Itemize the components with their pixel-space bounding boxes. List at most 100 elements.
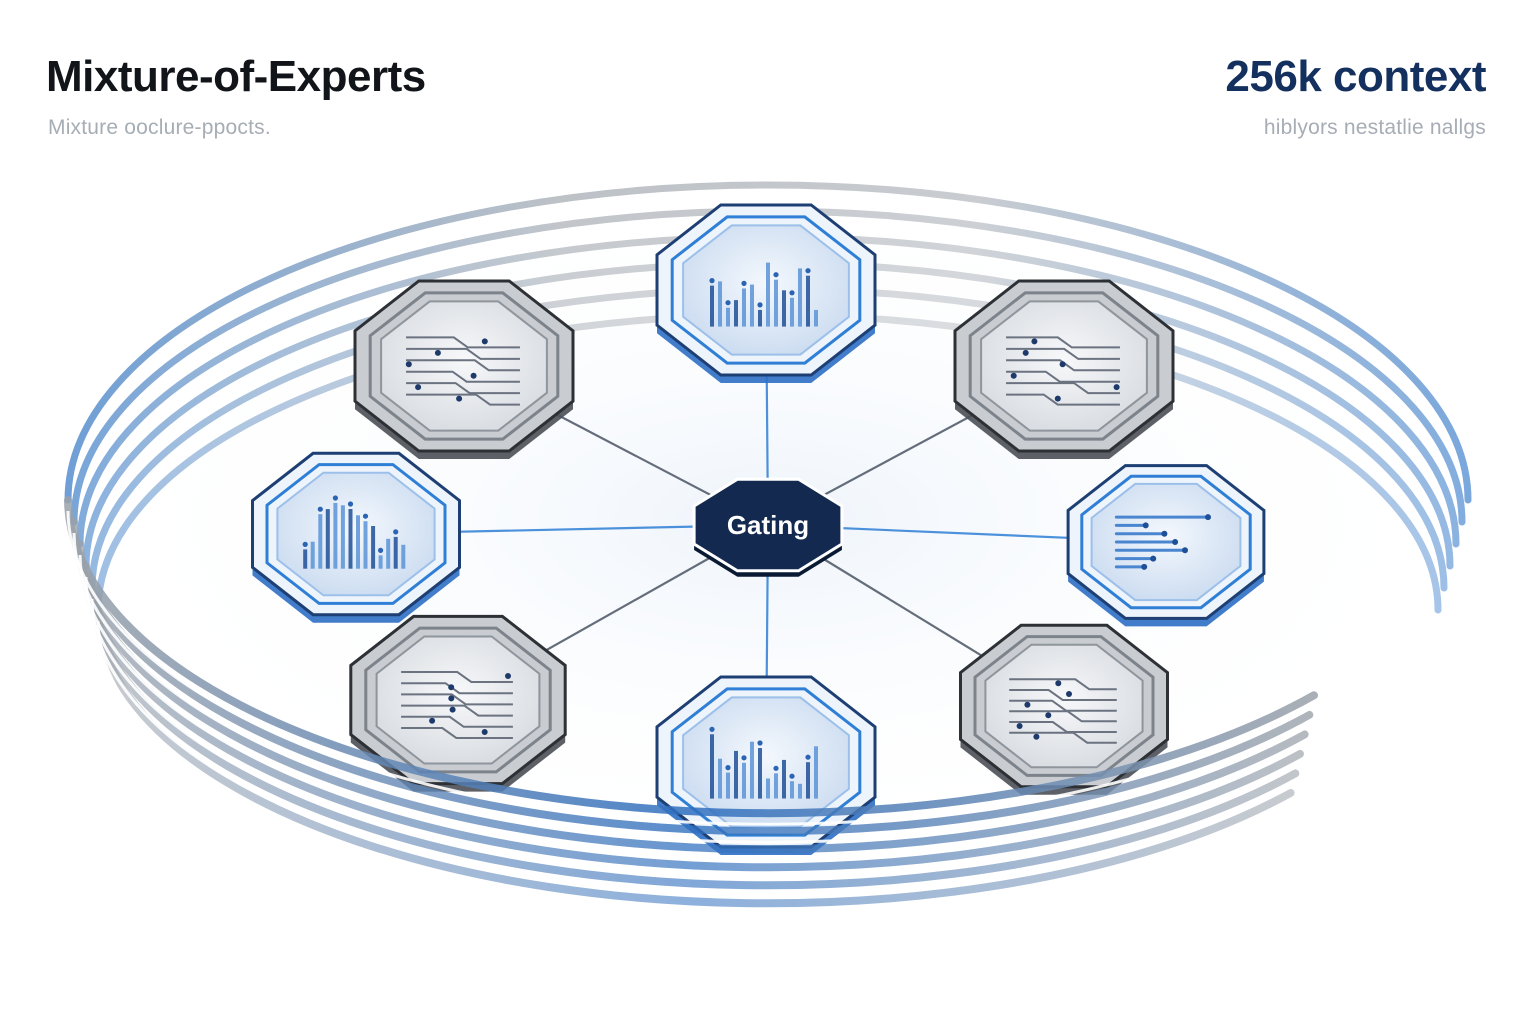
expert-node-dot: [773, 765, 779, 771]
expert-right: [1066, 464, 1266, 627]
ring-front-arc: [64, 496, 1318, 818]
expert-bar: [363, 521, 368, 569]
expert-node-dot: [1054, 395, 1061, 402]
left-title: Mixture-of-Experts: [46, 52, 426, 101]
expert-trace: [401, 715, 513, 728]
expert-bar: [393, 536, 398, 569]
ring-front-arc: [76, 540, 1309, 854]
expert-bar: [318, 514, 323, 569]
expert-bar: [401, 544, 406, 569]
expert-node-dot: [1059, 361, 1066, 368]
expert-node-dot: [1066, 691, 1072, 697]
expert-node-dot: [405, 361, 412, 368]
expert-node-dot: [302, 541, 308, 548]
expert-ring: [364, 626, 552, 774]
expert-group: [251, 203, 1266, 855]
expert-node-dot: [1033, 733, 1040, 740]
expert-bar: [371, 526, 376, 569]
expert-node-dot: [1142, 522, 1149, 529]
expert-node-dot: [1113, 384, 1120, 391]
expert-bar: [766, 778, 770, 799]
expert-bar: [356, 515, 360, 569]
expert-ring: [973, 635, 1155, 777]
expert-bar: [710, 734, 714, 799]
expert-trace: [1006, 347, 1120, 360]
expert-ring: [1080, 474, 1252, 610]
ring-front-arc: [88, 584, 1300, 890]
expert-upper-right: [953, 279, 1175, 459]
expert-bar: [790, 297, 794, 327]
expert-panel: [682, 696, 850, 828]
expert-node-dot: [1205, 514, 1211, 521]
expert-node-dot: [470, 372, 477, 379]
expert-trace: [1006, 359, 1120, 372]
expert-node-dot: [1024, 701, 1031, 708]
expert-node-dot: [415, 384, 422, 391]
expert-node-dot: [789, 290, 795, 296]
expert-bar: [333, 503, 338, 569]
expert-bar: [798, 268, 802, 327]
gate-label: Gating: [727, 510, 809, 540]
expert-bar: [726, 307, 730, 327]
expert-node-dot: [757, 302, 763, 308]
expert-node-dot: [449, 706, 456, 713]
expert-node-dot: [1055, 680, 1062, 687]
expert-ring: [368, 291, 560, 441]
expert-bar: [806, 275, 810, 327]
expert-node-dot: [1022, 349, 1029, 356]
expert-node-dot: [805, 268, 811, 274]
expert-node-dot: [1010, 372, 1017, 379]
expert-trace: [1006, 382, 1120, 395]
ring-highlight: [84, 576, 1301, 880]
expert-panel: [380, 300, 548, 432]
expert-node-dot: [725, 765, 731, 771]
expert-top: [655, 203, 877, 383]
expert-bar: [742, 762, 746, 799]
left-subtitle: Mixture ooclure-ppocts.: [48, 116, 271, 139]
expert-node-dot: [1141, 563, 1148, 570]
right-subtitle: hiblyors nestatlie nallgs: [1263, 116, 1486, 139]
expert-bar: [742, 288, 746, 327]
expert-trace: [1009, 721, 1117, 733]
expert-bar: [814, 746, 818, 799]
expert-node-dot: [805, 754, 811, 760]
expert-node-dot: [1045, 712, 1052, 719]
expert-node-dot: [1172, 539, 1179, 545]
expert-bar: [340, 505, 345, 569]
expert-trace: [1009, 710, 1117, 723]
expert-trace: [1009, 731, 1117, 744]
expert-node-dot: [1016, 723, 1023, 729]
expert-node-dot: [709, 726, 715, 732]
expert-trace: [406, 359, 520, 372]
expert-bar: [790, 781, 794, 799]
ring-back-arc: [64, 181, 1472, 504]
expert-node-dot: [757, 740, 763, 746]
expert-upper-left: [353, 279, 575, 459]
ring-highlight: [72, 532, 1311, 844]
expert-node-dot: [347, 501, 354, 507]
ring-highlight: [66, 510, 1315, 826]
expert-trace: [406, 347, 520, 360]
gate-body: [692, 477, 844, 573]
expert-trace: [1006, 370, 1120, 383]
expert-bar: [718, 281, 722, 327]
expert-bar: [750, 741, 754, 799]
expert-trace: [1009, 678, 1117, 691]
expert-trace: [401, 693, 513, 706]
ring-front-arc: [94, 606, 1295, 908]
expert-trace: [401, 671, 513, 683]
expert-bar: [782, 290, 786, 327]
ring-highlight: [96, 620, 1292, 916]
expert-bar: [774, 773, 778, 799]
expert-node-dot: [481, 729, 488, 735]
expert-node-dot: [773, 272, 779, 278]
expert-bar: [782, 759, 786, 799]
expert-node-dot: [741, 755, 747, 761]
expert-node-dot: [456, 395, 463, 402]
expert-trace: [1006, 336, 1120, 349]
expert-bar: [734, 750, 738, 799]
expert-node-dot: [429, 717, 436, 724]
expert-trace: [406, 336, 520, 349]
expert-ring: [670, 215, 862, 365]
